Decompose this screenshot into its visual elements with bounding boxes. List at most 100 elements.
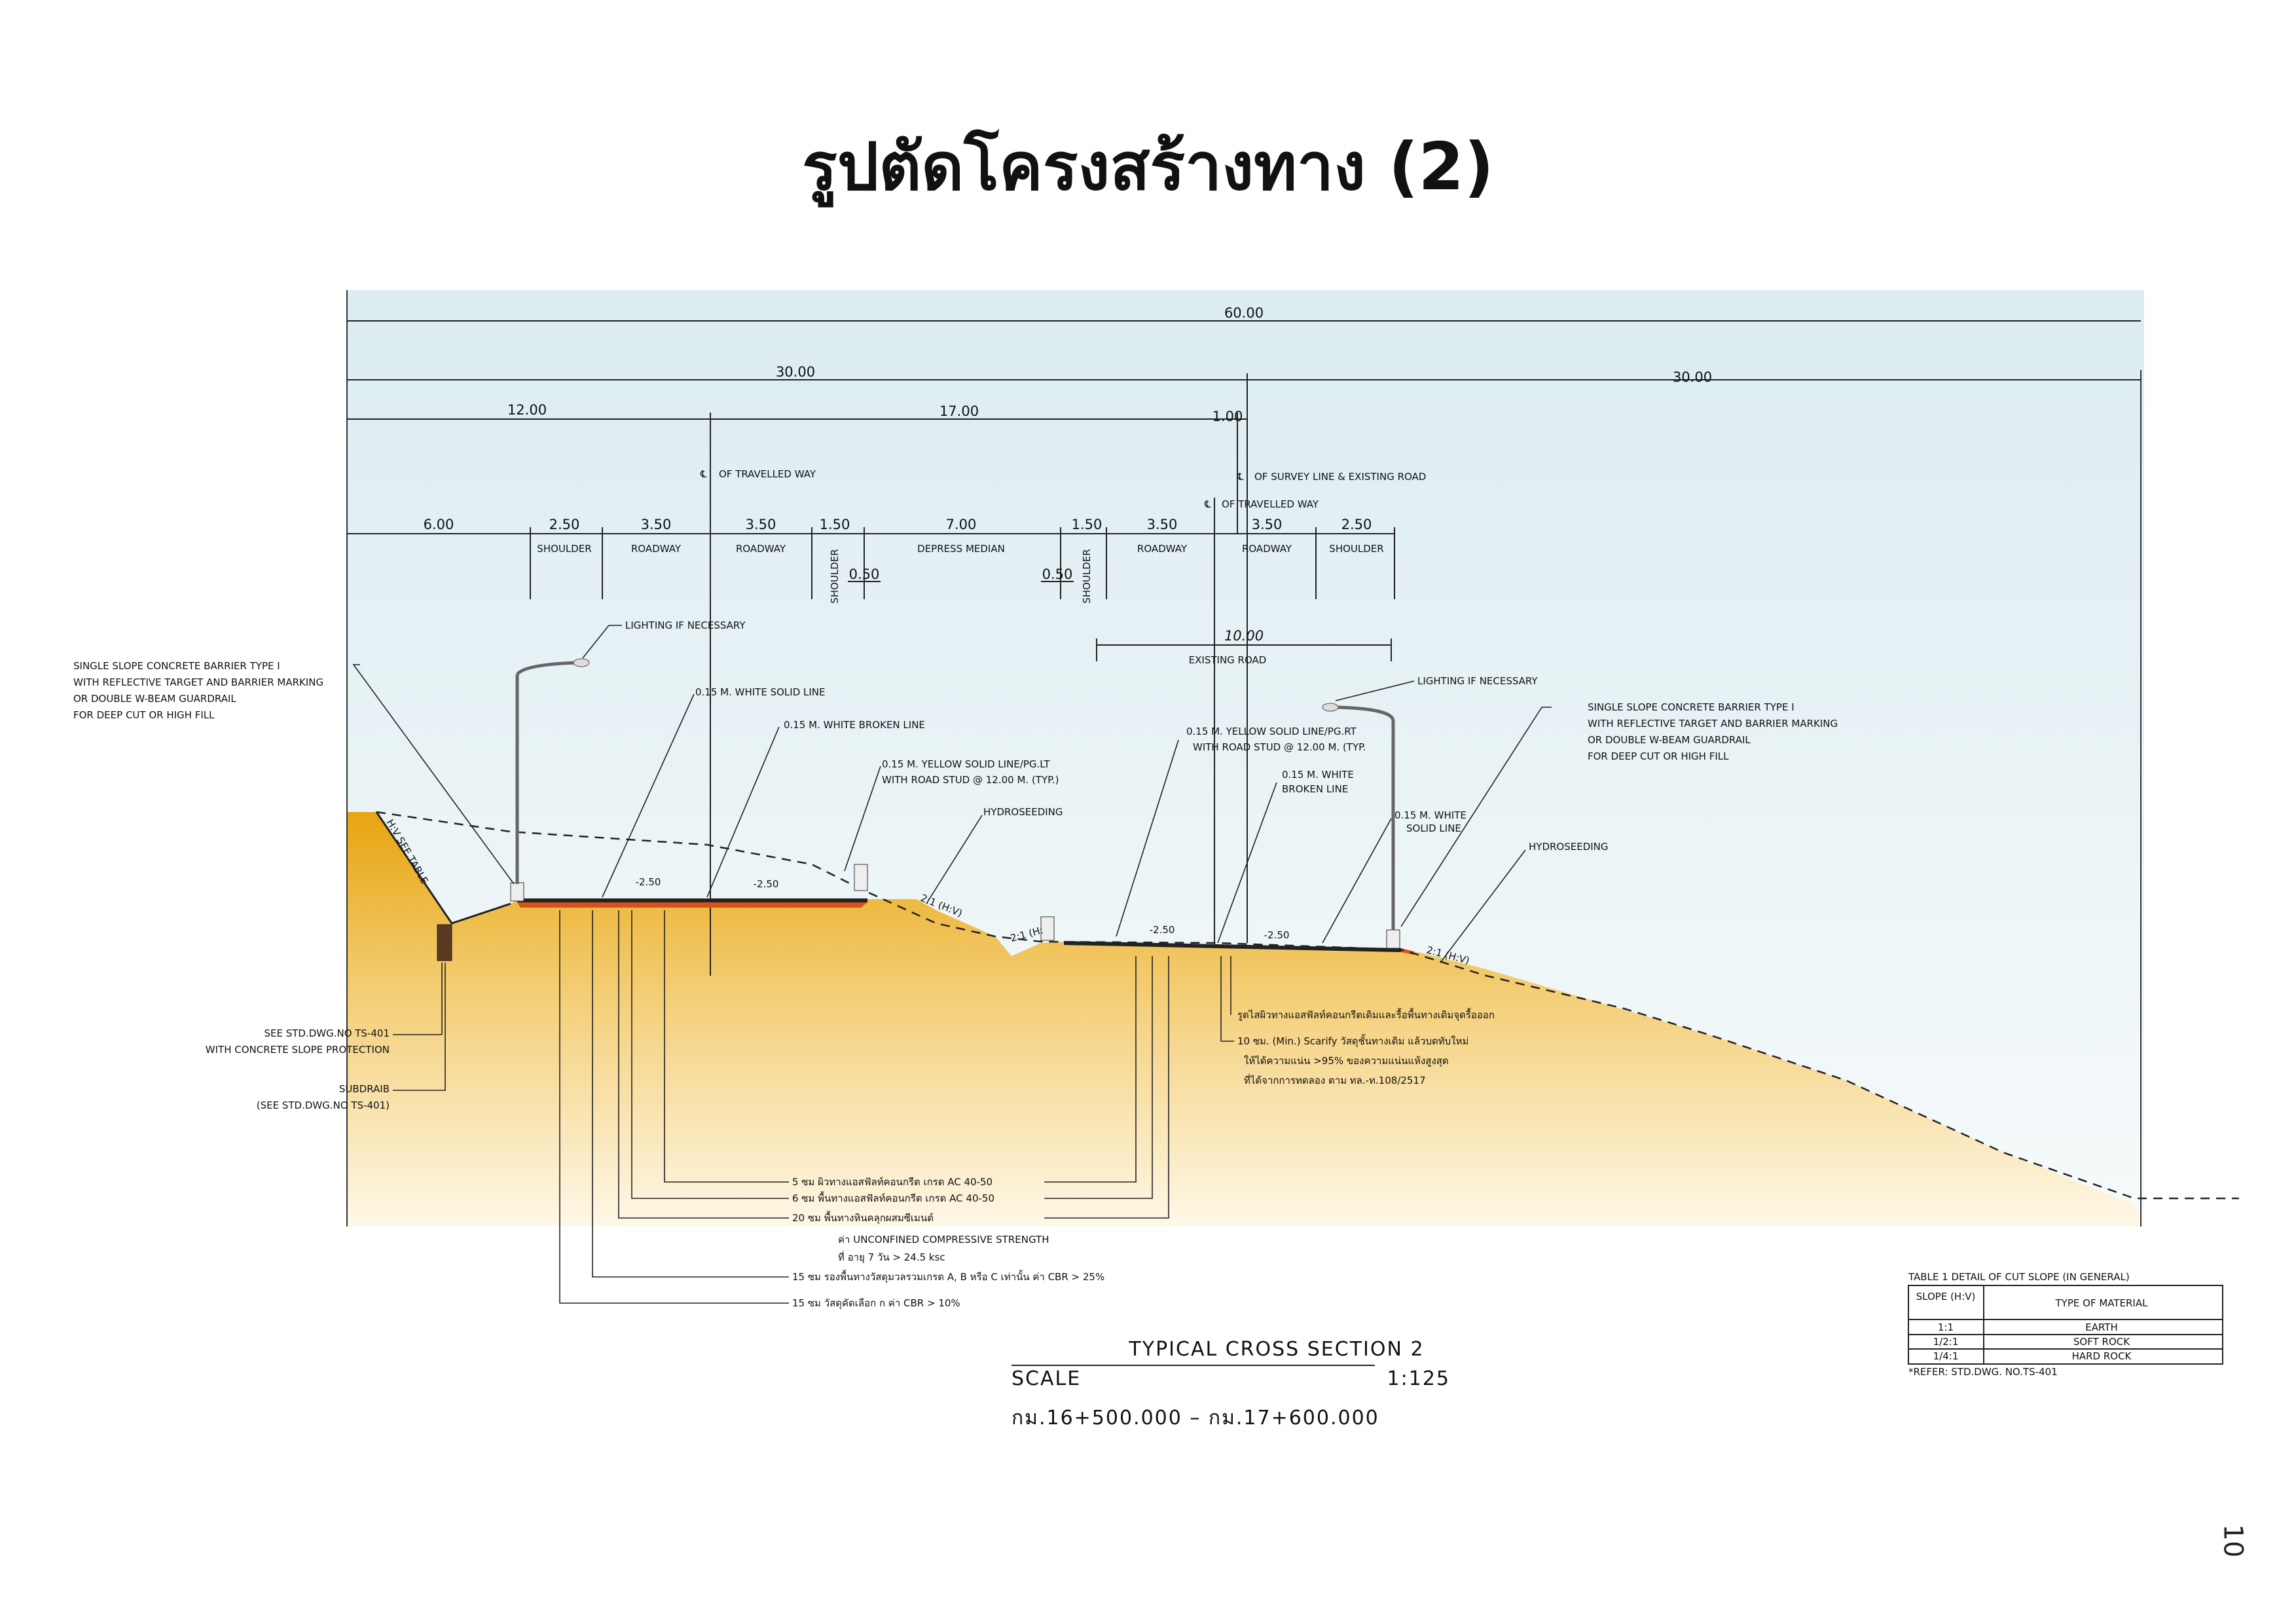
table-title: TABLE 1 DETAIL OF CUT SLOPE (IN GENERAL)	[1908, 1271, 2130, 1283]
barrier-right-note-4: FOR DEEP CUT OR HIGH FILL	[1588, 750, 1729, 762]
slope-label-4: -2.50	[1264, 929, 1290, 941]
dim-050b: 0.50	[1042, 566, 1073, 582]
centerline-survey: OF SURVEY LINE & EXISTING ROAD	[1254, 471, 1426, 483]
dim-700: 7.00	[946, 517, 977, 532]
layer-note-2: 6 ซม พื้นทางแอสฟัลท์คอนกรีต เกรด AC 40-5…	[792, 1191, 994, 1204]
table-cell: 1:1	[1938, 1321, 1954, 1333]
barrier-right-note-2: WITH REFLECTIVE TARGET AND BARRIER MARKI…	[1588, 718, 1838, 729]
white-solid-right-note-2: SOLID LINE	[1406, 822, 1461, 834]
dim-150a: 1.50	[820, 517, 850, 532]
dim-250a: 2.50	[549, 517, 580, 532]
leader-lines	[352, 625, 1552, 1304]
white-broken-right-note-2: BROKEN LINE	[1282, 783, 1348, 795]
table-header-material: TYPE OF MATERIAL	[2055, 1297, 2149, 1309]
ground-soil	[347, 812, 2144, 1227]
dim-total: 60.00	[1224, 305, 1264, 321]
page-title: รูปตัดโครงสร้างทาง (2)	[802, 128, 1494, 205]
lamp-right-icon	[1322, 703, 1339, 712]
table-cell: EARTH	[2085, 1321, 2118, 1333]
std-ts401-note-2: WITH CONCRETE SLOPE PROTECTION	[206, 1044, 390, 1056]
slope-label-2: -2.50	[754, 878, 779, 890]
dim-median-17: 17.00	[939, 403, 979, 419]
layer-note-6: 15 ซม รองพื้นทางวัสดุมวลรวมเกรด A, B หรื…	[792, 1270, 1104, 1283]
barrier-left-note-4: FOR DEEP CUT OR HIGH FILL	[73, 709, 215, 721]
dim-350b: 3.50	[746, 517, 776, 532]
barrier-right-note-1: SINGLE SLOPE CONCRETE BARRIER TYPE I	[1588, 701, 1795, 713]
barrier-left-note-1: SINGLE SLOPE CONCRETE BARRIER TYPE I	[73, 660, 280, 672]
dim-350a: 3.50	[641, 517, 672, 532]
layer-note-4: ค่า UNCONFINED COMPRESSIVE STRENGTH	[838, 1234, 1049, 1246]
table-refer: *REFER: STD.DWG. NO.TS-401	[1908, 1366, 2058, 1378]
zone-existing-road: EXISTING ROAD	[1189, 654, 1267, 666]
dim-250b: 2.50	[1341, 517, 1372, 532]
dim-350d: 3.50	[1252, 517, 1283, 532]
existing-note-2: 10 ซม. (Min.) Scarify วัสดุชั้นทางเดิม แ…	[1237, 1034, 1468, 1048]
dim-offset-1: 1.00	[1212, 409, 1243, 424]
centerline-symbol-right: ℄	[1204, 498, 1211, 510]
median-barrier-right	[1040, 916, 1055, 941]
dim-050a: 0.50	[849, 566, 880, 582]
barrier-right	[1386, 929, 1400, 949]
yellow-left-note-2: WITH ROAD STUD @ 12.00 M. (TYP.)	[882, 774, 1059, 786]
hydroseeding-right-note: HYDROSEEDING	[1529, 841, 1609, 853]
dim-left-half: 30.00	[776, 364, 815, 380]
zone-roadway-left2: ROADWAY	[736, 543, 786, 555]
dimension-lines	[347, 320, 2141, 976]
zone-shoulder-left: SHOULDER	[537, 543, 591, 555]
light-pole-right	[1335, 705, 1395, 930]
zone-shoulder-median-left: SHOULDER	[829, 549, 841, 603]
pavement	[517, 898, 1414, 955]
table-header-slope: SLOPE (H:V)	[1916, 1291, 1976, 1302]
centerline-symbol-left: ℄	[700, 468, 707, 480]
page-number: 10	[2217, 1524, 2248, 1558]
zone-shoulder-right: SHOULDER	[1329, 543, 1383, 555]
section-caption: TYPICAL CROSS SECTION 2	[1128, 1338, 1424, 1361]
dim-right-half: 30.00	[1673, 369, 1712, 385]
table-cell: SOFT ROCK	[2073, 1336, 2130, 1348]
barrier-right-note-3: OR DOUBLE W-BEAM GUARDRAIL	[1588, 734, 1751, 746]
zone-roadway-left1: ROADWAY	[631, 543, 682, 555]
scale-value: 1:125	[1387, 1367, 1450, 1390]
zone-roadway-right2: ROADWAY	[1242, 543, 1292, 555]
lighting-left-note: LIGHTING IF NECESSARY	[625, 619, 746, 631]
yellow-right-note-1: 0.15 M. YELLOW SOLID LINE/PG.RT	[1186, 726, 1357, 737]
zone-median: DEPRESS MEDIAN	[917, 543, 1005, 555]
barrier-left-note-2: WITH REFLECTIVE TARGET AND BARRIER MARKI…	[73, 676, 323, 688]
dim-left-12: 12.00	[507, 402, 547, 418]
lighting-right-note: LIGHTING IF NECESSARY	[1417, 675, 1538, 687]
cut-slope-table	[1908, 1285, 2223, 1365]
std-ts401-note-1: SEE STD.DWG.NO TS-401	[264, 1027, 390, 1039]
layer-note-1: 5 ซม ผิวทางแอสฟัลท์คอนกรีต เกรด AC 40-50	[792, 1176, 993, 1188]
layer-note-5: ที่ อายุ 7 วัน > 24.5 ksc	[838, 1250, 945, 1264]
existing-note-3: ให้ได้ความแน่น >95% ของความแน่นแห้งสูงสุ…	[1244, 1055, 1449, 1067]
centerline-symbol-survey: ℄	[1237, 471, 1244, 483]
slope-label-3: -2.50	[1150, 924, 1175, 936]
lamp-left-icon	[573, 658, 590, 667]
subdrain-note-2: (SEE STD.DWG.NO TS-401)	[257, 1099, 390, 1111]
barrier-left-note-3: OR DOUBLE W-BEAM GUARDRAIL	[73, 693, 236, 705]
centerline-travelled-left: OF TRAVELLED WAY	[719, 468, 816, 480]
white-broken-left-note: 0.15 M. WHITE BROKEN LINE	[784, 719, 925, 731]
barrier-left	[510, 882, 524, 902]
layer-note-3: 20 ซม พื้นทางหินคลุกผสมซีเมนต์	[792, 1211, 934, 1225]
table-cell: HARD ROCK	[2072, 1350, 2132, 1362]
subdrain-box	[437, 924, 452, 961]
table-cell: 1/2:1	[1933, 1336, 1959, 1348]
centerline-travelled-right: OF TRAVELLED WAY	[1222, 498, 1319, 510]
left-cut-slope	[375, 811, 511, 925]
zone-shoulder-median-right: SHOULDER	[1081, 549, 1093, 603]
station-range: กม.16+500.000 – กม.17+600.000	[1011, 1407, 1379, 1430]
white-solid-left-note: 0.15 M. WHITE SOLID LINE	[695, 686, 826, 698]
dim-existing-10: 10.00	[1224, 628, 1264, 644]
dim-6: 6.00	[424, 517, 454, 532]
table-cell: 1/4:1	[1933, 1350, 1959, 1362]
zone-roadway-right1: ROADWAY	[1137, 543, 1188, 555]
layer-note-7: 15 ซม วัสดุคัดเลือก ก ค่า CBR > 10%	[792, 1297, 960, 1310]
dim-350c: 3.50	[1147, 517, 1178, 532]
slope-label-1: -2.50	[636, 876, 661, 888]
scale-label: SCALE	[1011, 1367, 1081, 1390]
white-solid-right-note-1: 0.15 M. WHITE	[1394, 809, 1467, 821]
hydroseeding-left-note: HYDROSEEDING	[983, 806, 1063, 818]
